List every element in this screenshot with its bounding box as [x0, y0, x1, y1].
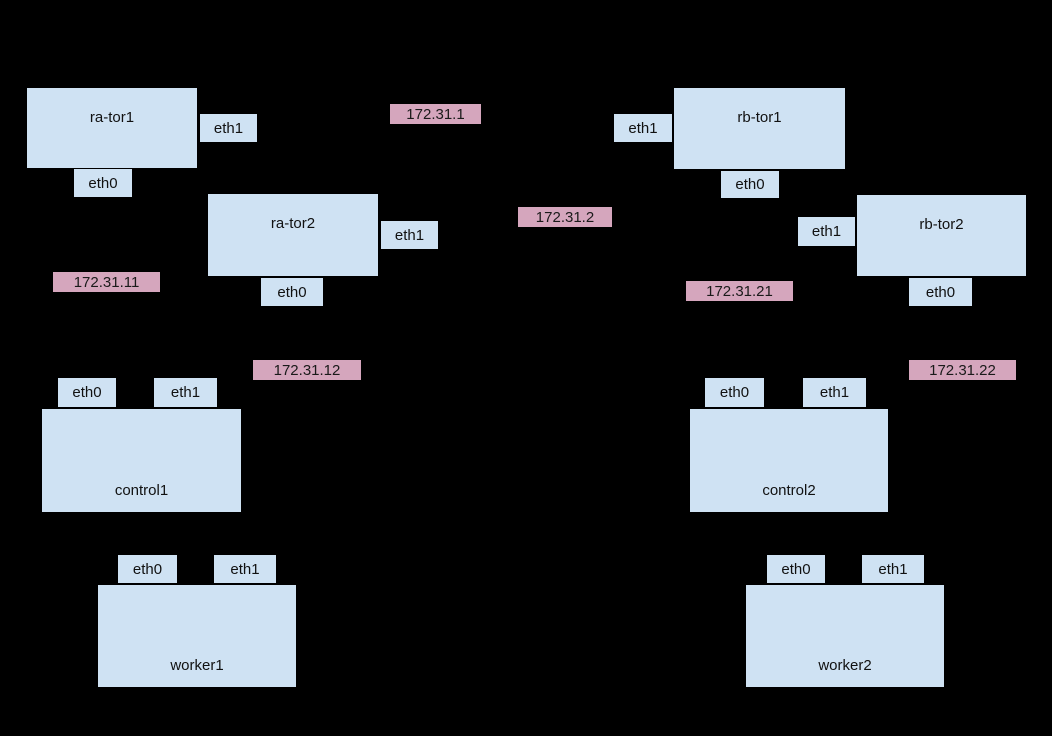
ra-tor1-eth1-label: eth1: [213, 119, 244, 137]
rb-tor1-eth1-label: eth1: [628, 119, 658, 137]
node-ra-tor1-label: ra-tor1: [89, 109, 135, 126]
control2-eth0-port: eth0: [704, 377, 765, 408]
ra-tor1-eth1-port: eth1: [199, 113, 258, 143]
ra-tor2-eth1-port: eth1: [380, 220, 439, 250]
ra-tor2-eth0-label: eth0: [277, 283, 307, 301]
rb-tor2-eth0-label: eth0: [925, 283, 956, 301]
subnet-172-31-2-text: 172.31.2: [535, 208, 595, 226]
worker1-eth1-port: eth1: [213, 554, 277, 584]
rb-tor2-eth0-port: eth0: [908, 277, 973, 307]
worker2-eth1-port: eth1: [861, 554, 925, 584]
rb-tor1-eth0-port: eth0: [720, 170, 780, 199]
node-ra-tor1: ra-tor1: [26, 87, 198, 169]
worker1-eth0-port: eth0: [117, 554, 178, 584]
node-worker1-label: worker1: [170, 657, 224, 674]
node-control2-label: control2: [762, 482, 816, 499]
rb-tor2-eth1-label: eth1: [811, 223, 842, 240]
node-rb-tor2: rb-tor2: [856, 194, 1027, 277]
subnet-172-31-1-text: 172.31.1: [406, 105, 465, 123]
subnet-label-172-31-1: 172.31.1: [390, 104, 481, 124]
control1-eth0-label: eth0: [72, 384, 102, 401]
node-rb-tor1: rb-tor1: [673, 87, 846, 170]
subnet-172-31-12-text: 172.31.12: [273, 361, 341, 379]
subnet-172-31-11-text: 172.31.11: [73, 273, 140, 291]
node-rb-tor2-label: rb-tor2: [919, 216, 964, 233]
control2-eth0-label: eth0: [719, 384, 750, 401]
subnet-label-172-31-22: 172.31.22: [909, 360, 1016, 380]
control2-eth1-port: eth1: [802, 377, 867, 408]
subnet-label-172-31-2: 172.31.2: [518, 207, 612, 227]
worker2-eth1-label: eth1: [878, 560, 908, 578]
control1-eth1-port: eth1: [153, 377, 218, 408]
node-rb-tor1-label: rb-tor1: [737, 109, 782, 126]
control1-eth0-port: eth0: [57, 377, 117, 408]
worker2-eth0-port: eth0: [766, 554, 826, 584]
worker1-eth0-label: eth0: [132, 560, 163, 578]
node-worker2-label: worker2: [818, 657, 872, 674]
control1-eth1-label: eth1: [170, 384, 201, 401]
node-worker1: worker1: [97, 584, 297, 688]
node-control1-label: control1: [114, 482, 169, 499]
node-control1: control1: [41, 408, 242, 513]
subnet-label-172-31-11: 172.31.11: [53, 272, 160, 292]
rb-tor1-eth0-label: eth0: [735, 176, 765, 193]
ra-tor1-eth0-port: eth0: [73, 168, 133, 198]
node-control2: control2: [689, 408, 889, 513]
worker2-eth0-label: eth0: [781, 560, 811, 578]
subnet-label-172-31-21: 172.31.21: [686, 281, 793, 301]
subnet-172-31-21-text: 172.31.21: [706, 282, 773, 300]
control2-eth1-label: eth1: [819, 384, 850, 401]
rb-tor1-eth1-port: eth1: [613, 113, 673, 143]
ra-tor2-eth0-port: eth0: [260, 277, 324, 307]
rb-tor2-eth1-port: eth1: [797, 216, 856, 247]
node-worker2: worker2: [745, 584, 945, 688]
ra-tor2-eth1-label: eth1: [394, 226, 425, 244]
subnet-label-172-31-12: 172.31.12: [253, 360, 361, 380]
node-ra-tor2-label: ra-tor2: [270, 215, 316, 232]
worker1-eth1-label: eth1: [230, 560, 260, 578]
ra-tor1-eth0-label: eth0: [88, 174, 118, 192]
subnet-172-31-22-text: 172.31.22: [929, 361, 996, 379]
node-ra-tor2: ra-tor2: [207, 193, 379, 277]
